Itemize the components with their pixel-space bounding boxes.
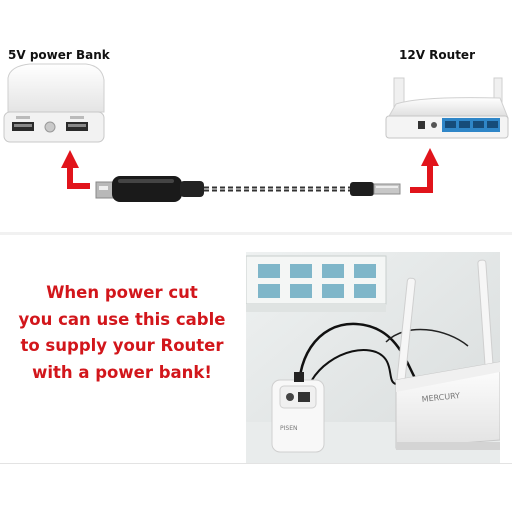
caption-line: you can use this cable	[18, 309, 226, 329]
caption-line: When power cut	[46, 283, 198, 302]
arrow-up-right-icon	[410, 148, 439, 193]
powerbank-brand-text: PISEN	[280, 425, 297, 432]
divider	[0, 463, 512, 464]
caption-line: to supply your Router	[20, 336, 224, 355]
power-strip	[246, 255, 387, 312]
router-brand-text: MERCURY	[421, 391, 460, 404]
usb-to-dc-cable	[95, 176, 401, 202]
top-illustration	[0, 63, 512, 235]
router-image	[385, 77, 509, 139]
router-photo: MERCURY	[395, 361, 500, 450]
caption-text: When power cut you can use this cable to…	[4, 280, 240, 386]
caption-line: with a power bank!	[32, 362, 212, 382]
powerbank-photo: PISEN	[271, 372, 325, 453]
arrow-up-left-icon	[61, 150, 90, 189]
router-label: 12V Router	[399, 48, 475, 62]
power-bank-label: 5V power Bank	[8, 48, 110, 62]
power-bank-image	[3, 63, 105, 143]
usage-photo: MERCURY PISEN	[246, 252, 500, 464]
